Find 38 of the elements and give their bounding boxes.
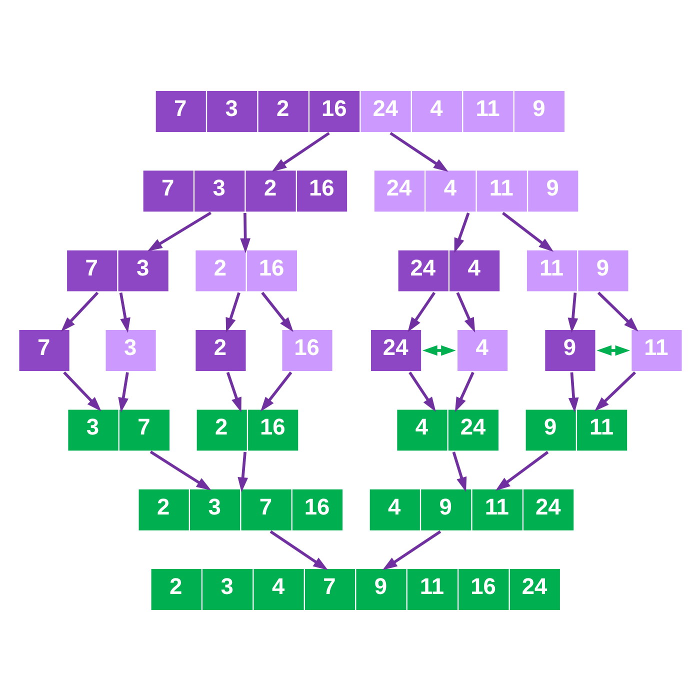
arrow [594, 370, 636, 411]
arrow [240, 212, 250, 253]
arrow [226, 371, 241, 412]
arrow [260, 371, 292, 412]
arrow [269, 530, 328, 570]
node-box: 9 [544, 330, 595, 370]
arrow [389, 131, 448, 172]
arrow [454, 212, 470, 252]
arrow [407, 291, 436, 332]
arrow [62, 370, 101, 411]
arrow [271, 131, 330, 172]
arrow [502, 211, 554, 252]
node-box: 24 [370, 330, 421, 370]
arrow [456, 292, 475, 332]
arrow [149, 450, 211, 490]
arrow [382, 530, 441, 570]
arrow [118, 292, 130, 332]
arrow [237, 451, 248, 492]
arrow [225, 292, 240, 332]
arrow [567, 292, 578, 332]
arrow [260, 291, 293, 332]
node-box: 11 [631, 330, 682, 370]
arrow [454, 371, 474, 412]
node-box: 3 [105, 330, 156, 370]
arrow [494, 450, 548, 490]
node-box: 2 [195, 330, 246, 370]
node-box: 7 [18, 330, 69, 370]
arrow [568, 372, 578, 412]
node-box: 4 [457, 330, 508, 370]
arrow [452, 451, 466, 492]
node-box: 16 [282, 330, 332, 370]
arrow [146, 211, 212, 251]
arrow [118, 372, 128, 412]
arrow [60, 291, 98, 332]
arrow [422, 344, 456, 356]
arrow [596, 291, 638, 332]
arrow [596, 344, 630, 356]
arrow [408, 371, 436, 412]
